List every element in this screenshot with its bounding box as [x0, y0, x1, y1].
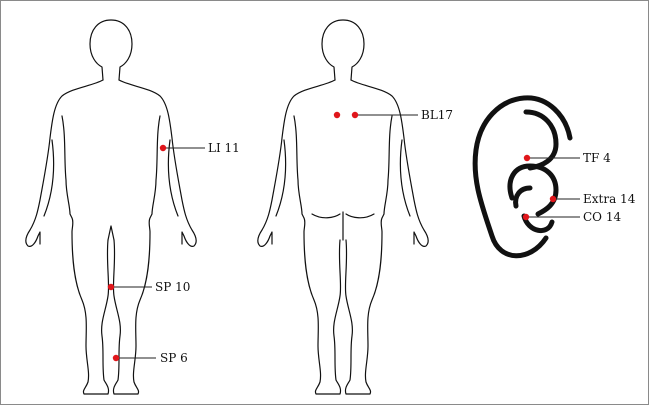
ear-antihelix [526, 112, 556, 168]
back-body-right [345, 80, 428, 394]
ear-helix [475, 98, 570, 256]
label-li11: LI 11 [208, 142, 240, 154]
label-tf4: TF 4 [583, 152, 611, 164]
point-sp10 [108, 284, 114, 290]
label-extra14: Extra 14 [583, 193, 635, 205]
point-co14 [523, 214, 529, 220]
point-li11 [160, 145, 166, 151]
back-inner-arms [276, 140, 410, 216]
point-bl17-left [334, 112, 340, 118]
point-tf4 [524, 155, 530, 161]
point-extra14 [550, 196, 556, 202]
front-body-figure [26, 20, 196, 394]
label-sp10: SP 10 [155, 281, 190, 293]
front-inner-arms [44, 140, 178, 216]
front-head [90, 20, 132, 80]
label-sp6: SP 6 [160, 352, 188, 364]
leader-lines [111, 115, 580, 358]
back-head [322, 20, 364, 80]
front-crotch [108, 226, 114, 240]
ear-figure [475, 98, 570, 256]
front-body-left [26, 80, 109, 394]
ear-antitragus [516, 188, 530, 206]
back-buttocks [312, 212, 374, 240]
label-bl17: BL17 [421, 109, 453, 121]
back-body-figure [258, 20, 428, 394]
label-co14: CO 14 [583, 211, 621, 223]
point-bl17-right [352, 112, 358, 118]
back-body-left [258, 80, 341, 394]
acupoints [108, 112, 556, 361]
front-body-right [113, 80, 196, 394]
point-sp6 [113, 355, 119, 361]
